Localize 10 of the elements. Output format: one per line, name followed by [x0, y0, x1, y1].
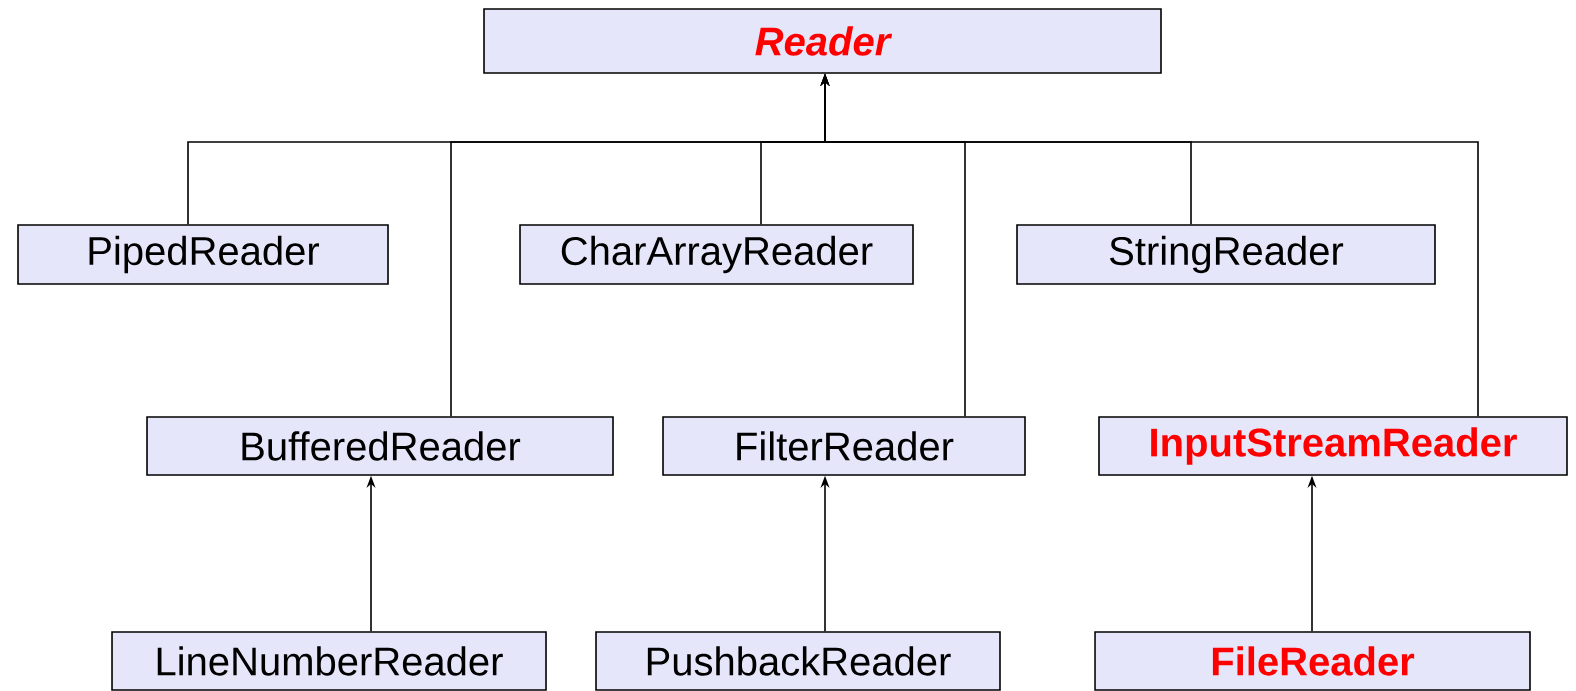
class-box: InputStreamReader	[1098, 416, 1568, 476]
class-box: FilterReader	[662, 416, 1026, 476]
class-box: CharArrayReader	[519, 224, 914, 285]
class-box: StringReader	[1016, 224, 1436, 285]
class-box: LineNumberReader	[111, 631, 547, 691]
class-box: Reader	[483, 8, 1162, 74]
class-box: PushbackReader	[595, 631, 1001, 691]
class-box: PipedReader	[17, 224, 389, 285]
class-box: FileReader	[1094, 631, 1531, 691]
class-box: BufferedReader	[146, 416, 614, 476]
